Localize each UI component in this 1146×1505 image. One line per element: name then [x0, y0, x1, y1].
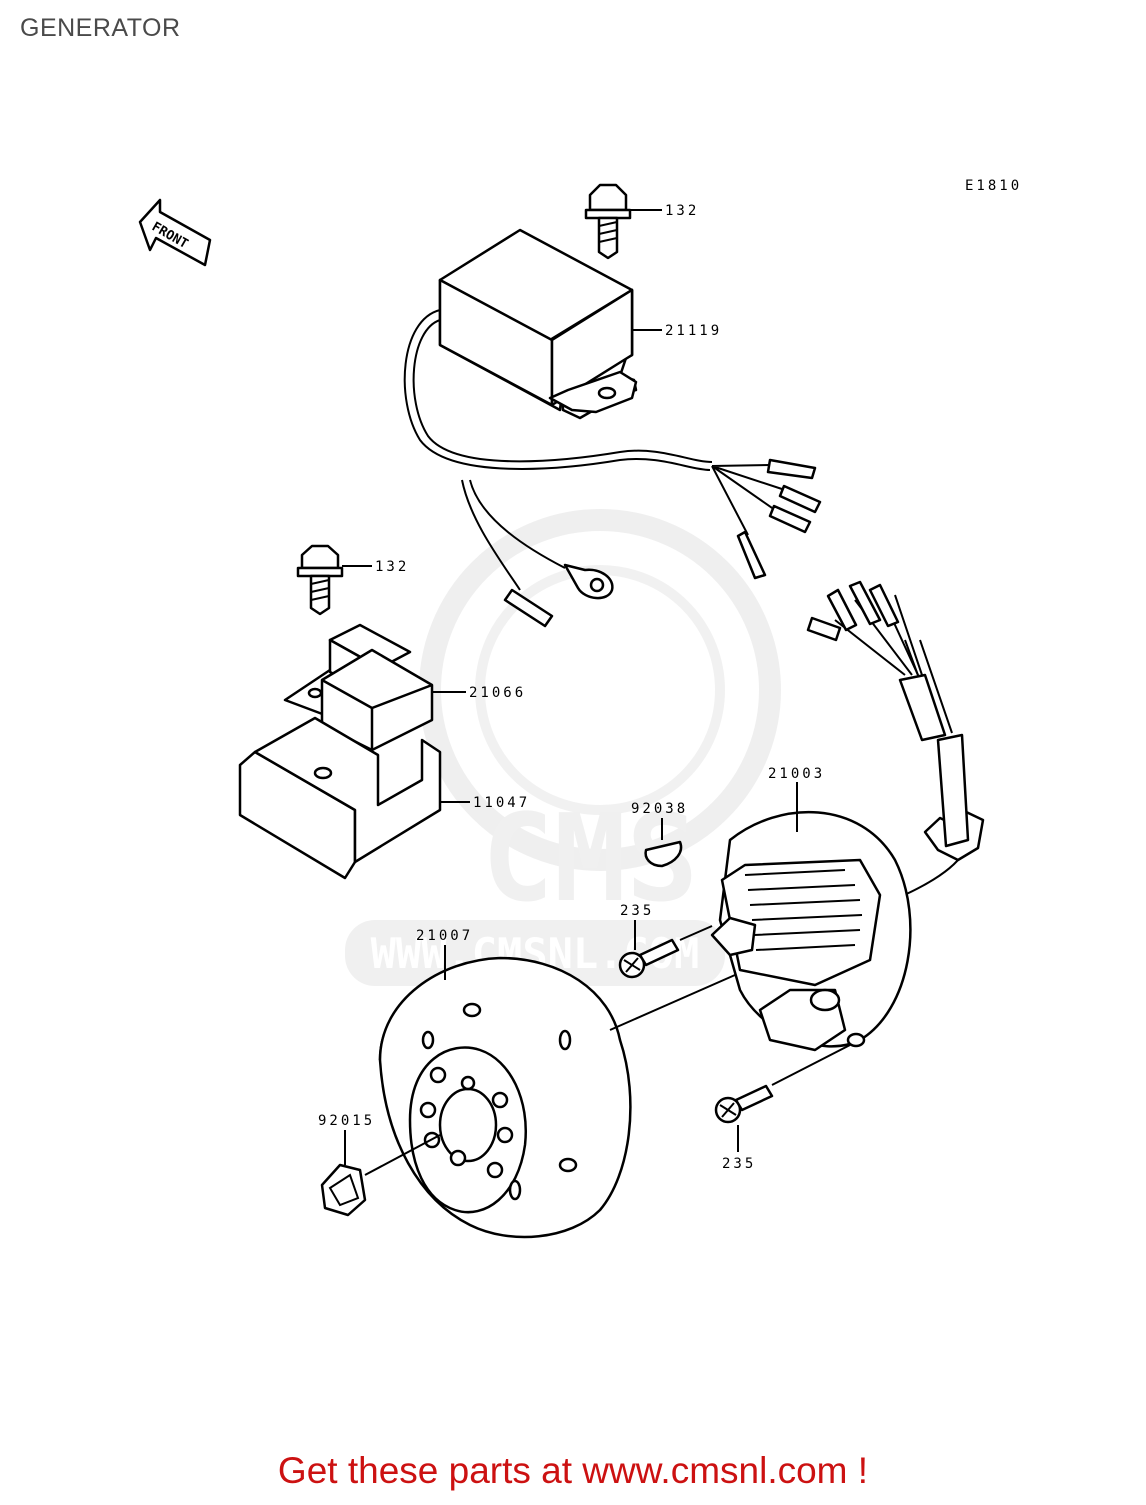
label-21003: 21003 [768, 766, 825, 782]
call-to-action-link[interactable]: Get these parts at www.cmsnl.com ! [277, 1450, 869, 1491]
stator-wiring [806, 580, 985, 906]
bracket-11047[interactable] [238, 716, 442, 880]
cdi-unit-21119[interactable] [438, 228, 638, 420]
front-arrow-icon: FRONT [138, 198, 212, 267]
screw-235-lower[interactable] [714, 1084, 774, 1124]
label-235-lower: 235 [722, 1156, 756, 1172]
flywheel-21007[interactable] [378, 956, 632, 1239]
regulator-21066[interactable] [283, 623, 434, 752]
stator-21003[interactable] [710, 810, 912, 1052]
label-132-top: 132 [665, 203, 699, 219]
cdi-wiring-harness [403, 309, 822, 628]
label-21066: 21066 [469, 685, 526, 701]
label-92015: 92015 [318, 1113, 375, 1129]
bolt-132-lower[interactable] [296, 544, 344, 616]
label-11047: 11047 [473, 795, 530, 811]
screw-235-upper[interactable] [618, 938, 680, 979]
diagram-code: E1810 [965, 178, 1022, 194]
label-92038: 92038 [631, 801, 688, 817]
nut-92015[interactable] [320, 1163, 367, 1217]
page-title: GENERATOR [20, 14, 181, 42]
bolt-132-top[interactable] [584, 183, 632, 260]
label-21119: 21119 [665, 323, 722, 339]
label-21007: 21007 [416, 928, 473, 944]
label-235-upper: 235 [620, 903, 654, 919]
label-132-lower: 132 [375, 559, 409, 575]
watermark-logo: CMS WWW.CMSNL.COM [345, 509, 781, 986]
key-92038[interactable] [644, 840, 683, 868]
